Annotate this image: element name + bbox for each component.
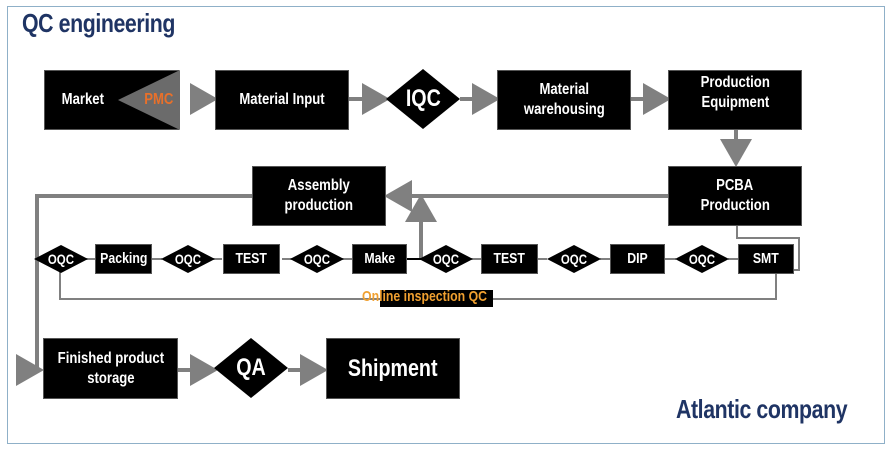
oqc-diamond-2: OQC: [161, 245, 215, 273]
production-equipment-box: Production Equipment: [668, 70, 802, 130]
pcba-production-box: PCBA Production: [668, 166, 802, 226]
oqc-diamond-4: OQC: [419, 245, 473, 273]
test-box-1: TEST: [223, 244, 280, 274]
iqc-diamond: IQC: [386, 69, 460, 129]
line-pcba-smt: [736, 226, 800, 271]
test-box-2: TEST: [481, 244, 538, 274]
oqc-diamond-5: OQC: [547, 245, 601, 273]
pmc-label: PMC: [144, 91, 174, 108]
qa-diamond: QA: [214, 338, 288, 398]
packing-box: Packing: [95, 244, 152, 274]
finished-product-storage-box: Finished product storage: [43, 338, 178, 399]
pmc-triangle: PMC: [118, 70, 180, 130]
oqc-diamond-3: OQC: [290, 245, 344, 273]
shipment-box: Shipment: [326, 338, 460, 399]
oqc-diamond-6: OQC: [675, 245, 729, 273]
online-inspection-label: Online inspection QC: [362, 288, 515, 308]
material-input-box: Material Input: [215, 70, 349, 130]
diagram-frame: [7, 6, 885, 444]
smt-box: SMT: [738, 244, 794, 274]
company-name: Atlantic company: [676, 394, 848, 424]
make-box: Make: [352, 244, 407, 274]
assembly-production-box: Assembly production: [252, 166, 386, 226]
dip-box: DIP: [610, 244, 665, 274]
oqc-diamond-1: OQC: [34, 245, 88, 273]
line-assembly-to-finished: [16, 194, 255, 386]
page-title: QC engineering: [22, 8, 175, 38]
material-warehousing-box: Material warehousing: [497, 70, 631, 130]
market-label: Market: [61, 91, 104, 108]
